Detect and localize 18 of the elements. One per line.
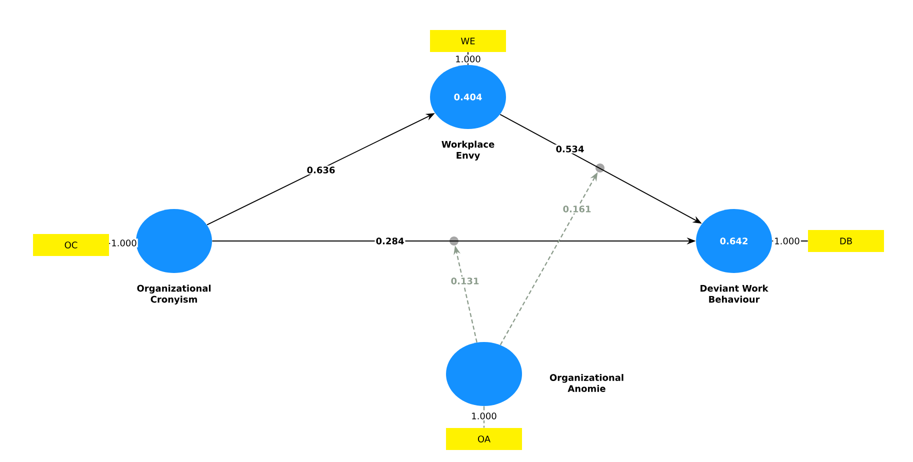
edge-label: 0.284 [374,236,406,246]
construct-label: Workplace Envy [442,140,494,160]
construct-label: Organizational Anomie [550,374,624,392]
indicator-box: WE [430,30,506,52]
construct-label: Deviant Work Behaviour [700,284,768,303]
edge-label: 0.161 [562,204,592,214]
indicator-box: OA [446,428,522,450]
moderation-dot [596,164,604,172]
moderation-dot [450,236,458,246]
indicator-box: OC [33,234,109,256]
edge-label: 0.534 [554,144,586,154]
indicator-box: DB [808,230,884,252]
edge-label: 1.000 [454,54,482,64]
construct-label: Organizational Cronyism [137,284,211,304]
edge-label: 0.131 [450,276,480,286]
edge-label: 1.000 [470,412,498,420]
edge-label: 1.000 [110,238,138,248]
edge-label: 0.636 [306,166,336,174]
